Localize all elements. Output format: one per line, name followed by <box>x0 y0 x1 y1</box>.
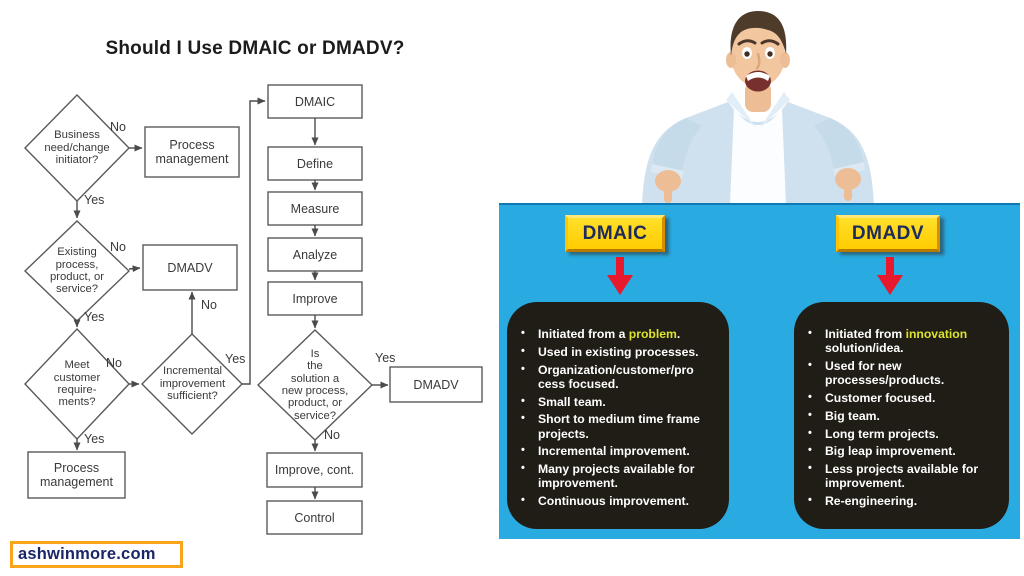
list-item: •Big team. <box>808 408 880 423</box>
node-business-need: Business need/change initiator? <box>44 129 110 167</box>
down-arrow-icon <box>877 257 903 295</box>
box-control <box>266 500 363 535</box>
label-yes-5: Yes <box>375 351 396 365</box>
bullet: • <box>521 462 525 475</box>
box-process-management-2 <box>27 451 126 499</box>
list-item: •Short to medium time frame projects. <box>521 412 700 441</box>
node-analyze: Analyze <box>292 247 338 262</box>
bullet: • <box>521 412 525 425</box>
bullet: • <box>808 327 812 339</box>
list-item: •Customer focused. <box>808 391 936 406</box>
dmaic-badge: DMAIC <box>565 215 665 252</box>
bullet: • <box>808 391 812 404</box>
bullet: • <box>808 494 812 507</box>
bullet: • <box>808 462 812 475</box>
label-no-4: No <box>201 298 217 312</box>
decision-incremental <box>141 333 243 435</box>
list-item: •Initiated from a problem. <box>521 327 681 341</box>
bullet: • <box>521 344 525 357</box>
bullet: • <box>808 444 812 457</box>
list-item: •Used for new processes/products. <box>808 359 945 388</box>
box-improve-cont <box>266 452 363 488</box>
down-arrow-icon <box>607 257 633 295</box>
list-item: •Re-engineering. <box>808 494 918 509</box>
node-define: Define <box>296 156 334 171</box>
label-no-5: No <box>324 428 340 442</box>
list-item: •Initiated from innovation solution/idea… <box>808 327 968 356</box>
dmaic-card: •Initiated from a problem. •Used in exis… <box>507 302 729 529</box>
bullet: • <box>521 327 525 339</box>
list-item: •Many projects available for improvement… <box>521 462 695 491</box>
flowchart-diagram <box>23 84 483 535</box>
list-item: •Long term projects. <box>808 426 939 441</box>
list-item: •Small team. <box>521 394 606 409</box>
flowchart-shapes <box>23 84 483 535</box>
list-item: •Continuous improvement. <box>521 494 689 509</box>
label-yes-4: Yes <box>225 352 246 366</box>
label-no-2: No <box>110 240 126 254</box>
label-yes-3: Yes <box>84 432 105 446</box>
dmadv-card: •Initiated from innovation solution/idea… <box>794 302 1009 529</box>
man-pointing-illustration <box>642 11 874 205</box>
node-dmadv-right: DMADV <box>413 377 459 392</box>
node-dmadv-left: DMADV <box>167 260 213 275</box>
node-meet-customer: Meet customer require- ments? <box>53 359 101 409</box>
box-analyze <box>267 237 363 272</box>
box-process-management-1 <box>144 126 240 178</box>
node-measure: Measure <box>290 201 340 216</box>
man-pointing-photo <box>598 4 918 205</box>
node-improve-cont: Improve, cont. <box>274 463 355 477</box>
list-item: •Incremental improvement. <box>521 444 690 459</box>
dmadv-badge: DMADV <box>836 215 940 252</box>
list-item: •Big leap improvement. <box>808 444 956 459</box>
list-item: •Used in existing processes. <box>521 344 699 359</box>
comparison-panel: DMAIC DMADV •Initiated from a problem. •… <box>499 203 1020 539</box>
bullet: • <box>521 444 525 457</box>
flowchart-connectors <box>73 97 389 500</box>
box-dmadv-left <box>142 244 238 291</box>
node-process-management-1: Process management <box>155 138 229 166</box>
watermark: ashwinmore.com <box>10 541 183 568</box>
list-item: •Less projects available for improvement… <box>808 462 979 491</box>
node-existing-process: Existing process, product, or service? <box>49 246 104 296</box>
list-item: •Organization/customer/pro cess focused. <box>521 362 694 391</box>
node-control: Control <box>294 510 335 525</box>
label-yes-1: Yes <box>84 193 105 207</box>
bullet: • <box>521 362 525 375</box>
node-incremental: Incremental improvement sufficient? <box>159 365 226 403</box>
bullet: • <box>808 408 812 421</box>
node-improve: Improve <box>292 291 338 306</box>
bullet: • <box>808 359 812 372</box>
dmadv-list: •Initiated from innovation solution/idea… <box>806 327 1003 508</box>
node-process-management-2: Process management <box>40 461 113 489</box>
box-dmadv-right <box>389 366 483 403</box>
label-yes-2: Yes <box>84 310 105 324</box>
bullet: • <box>808 426 812 439</box>
bullet: • <box>521 494 525 507</box>
node-dmaic: DMAIC <box>294 94 336 109</box>
box-define <box>267 146 363 181</box>
box-measure <box>267 191 363 226</box>
flowchart-title: Should I Use DMAIC or DMADV? <box>105 38 405 59</box>
node-solution-new: Is the solution a new process, product, … <box>281 347 349 422</box>
dmaic-list: •Initiated from a problem. •Used in exis… <box>519 327 723 508</box>
label-no-1: No <box>110 120 126 134</box>
bullet: • <box>521 394 525 407</box>
label-no-3: No <box>106 356 122 370</box>
